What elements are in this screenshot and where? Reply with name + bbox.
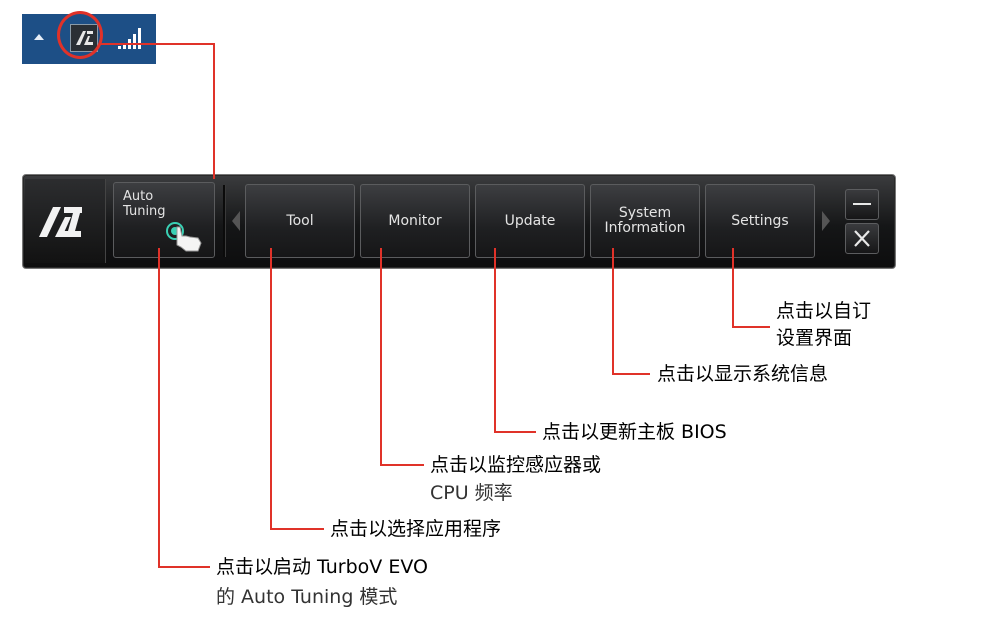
ai-suite-logo[interactable] — [25, 179, 106, 263]
callout-line — [612, 248, 614, 375]
auto-tuning-callout-text-line1: 点击以启动 TurboV EVO — [216, 556, 428, 578]
tool-button-label: Tool — [286, 212, 314, 229]
callout-line — [380, 248, 382, 466]
monitor-callout-text-line1: 点击以监控感应器或 — [430, 454, 602, 476]
auto-tuning-callout-text-line2: 的 Auto Tuning 模式 — [216, 586, 398, 608]
callout-line — [612, 373, 650, 375]
ai-suite-toolbar: Auto Tuning Tool Monitor Update System I… — [22, 174, 896, 269]
callout-line — [213, 43, 215, 179]
tray-expand-arrow-icon[interactable] — [34, 34, 44, 40]
scroll-right-arrow-icon[interactable] — [819, 197, 833, 245]
callout-line — [732, 248, 734, 328]
monitor-button[interactable]: Monitor — [360, 184, 470, 258]
minimize-button[interactable] — [845, 189, 879, 220]
scroll-left-arrow-icon[interactable] — [229, 197, 243, 245]
monitor-button-label: Monitor — [388, 212, 442, 229]
monitor-callout-text-line2: CPU 频率 — [430, 482, 513, 504]
settings-button-label: Settings — [731, 212, 789, 229]
callout-line — [270, 248, 272, 530]
close-button[interactable] — [845, 223, 879, 254]
callout-line — [270, 528, 324, 530]
system-information-button-label: System Information — [604, 205, 686, 236]
tool-callout-text: 点击以选择应用程序 — [330, 518, 502, 540]
auto-tuning-button[interactable]: Auto Tuning — [113, 182, 215, 258]
highlight-circle — [57, 11, 103, 59]
network-signal-icon[interactable] — [116, 24, 146, 52]
tool-button[interactable]: Tool — [245, 184, 355, 258]
toolbar-divider — [223, 185, 226, 257]
system-information-button[interactable]: System Information — [590, 184, 700, 258]
update-button[interactable]: Update — [475, 184, 585, 258]
system-information-callout-text: 点击以显示系统信息 — [657, 363, 829, 385]
callout-line — [101, 43, 215, 45]
close-icon — [854, 230, 870, 247]
settings-button[interactable]: Settings — [705, 184, 815, 258]
callout-line — [380, 464, 424, 466]
settings-callout-text: 点击以自订 设置界面 — [776, 300, 872, 349]
callout-line — [494, 431, 536, 433]
callout-line — [732, 326, 770, 328]
update-button-label: Update — [504, 212, 556, 229]
callout-line — [494, 248, 496, 433]
callout-line — [158, 248, 160, 568]
minimize-icon — [853, 203, 871, 205]
callout-line — [158, 566, 210, 568]
touch-hand-icon — [164, 221, 206, 259]
auto-tuning-label: Auto Tuning — [123, 189, 166, 219]
update-callout-text: 点击以更新主板 BIOS — [542, 421, 727, 443]
